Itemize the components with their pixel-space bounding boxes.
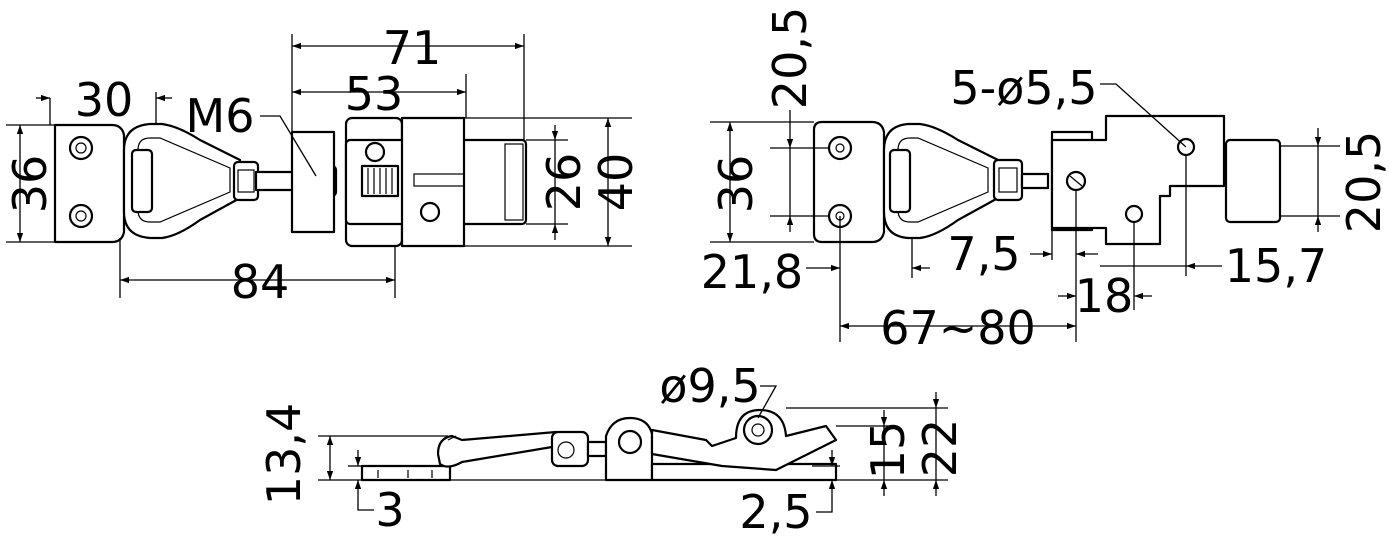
front-view: ø9,5 13,4 3 15 22 2,5	[257, 359, 967, 539]
top-plate-hole-1	[68, 135, 94, 161]
side-dim-7-5: 7,5	[947, 227, 1020, 281]
front-dim-15: 15	[861, 421, 915, 480]
side-dim-15-7: 15,7	[1225, 239, 1327, 293]
side-dim-36: 36	[709, 155, 763, 214]
top-loop-sleeve	[130, 148, 154, 214]
front-rod	[586, 440, 608, 458]
top-dim-30: 30	[75, 73, 134, 127]
side-lever-end	[1224, 138, 1282, 224]
top-dim-53: 53	[345, 67, 404, 121]
front-loop-arm	[436, 430, 560, 468]
top-rivet-2	[419, 201, 441, 223]
top-thread-m6: M6	[186, 89, 255, 143]
top-dim-26: 26	[537, 153, 591, 212]
front-dim-2-5: 2,5	[739, 485, 812, 539]
front-base-plate	[360, 464, 452, 482]
front-swivel	[550, 430, 590, 468]
front-pivot	[617, 429, 643, 455]
side-hole-2	[1124, 204, 1144, 224]
top-dim-36: 36	[3, 155, 57, 214]
top-dim-84: 84	[231, 255, 290, 309]
side-loop-sleeve	[888, 148, 912, 214]
side-rod	[1020, 172, 1050, 190]
top-dim-40: 40	[589, 153, 643, 212]
top-view: 71 53 30 M6 36 26 40 84	[3, 21, 643, 309]
side-dim-21-8: 21,8	[701, 245, 803, 299]
side-swivel	[992, 158, 1024, 202]
front-dia-9-5: ø9,5	[659, 359, 760, 413]
side-dim-20-5-right: 20,5	[1337, 131, 1389, 233]
front-dim-13-4: 13,4	[257, 403, 311, 505]
top-dim-71: 71	[383, 21, 442, 75]
side-holes-label: 5-ø5,5	[950, 61, 1097, 115]
front-dim-22: 22	[913, 419, 967, 478]
side-dim-18: 18	[1075, 269, 1134, 323]
side-dim-20-5-top: 20,5	[763, 7, 817, 109]
top-threaded-rod	[254, 170, 298, 192]
side-view: 20,5 5-ø5,5 36 20,5 7,5 21,8 15,7 18 67~…	[701, 7, 1389, 355]
side-dim-67-80: 67~80	[880, 301, 1036, 355]
top-plate-hole-2	[68, 203, 94, 229]
side-plate-hole-1	[827, 135, 853, 161]
front-dia-hole	[742, 414, 774, 446]
front-dim-3: 3	[375, 483, 404, 537]
top-rivet-1	[364, 141, 386, 163]
front-lever	[650, 408, 838, 472]
top-lever-cover	[400, 116, 466, 248]
